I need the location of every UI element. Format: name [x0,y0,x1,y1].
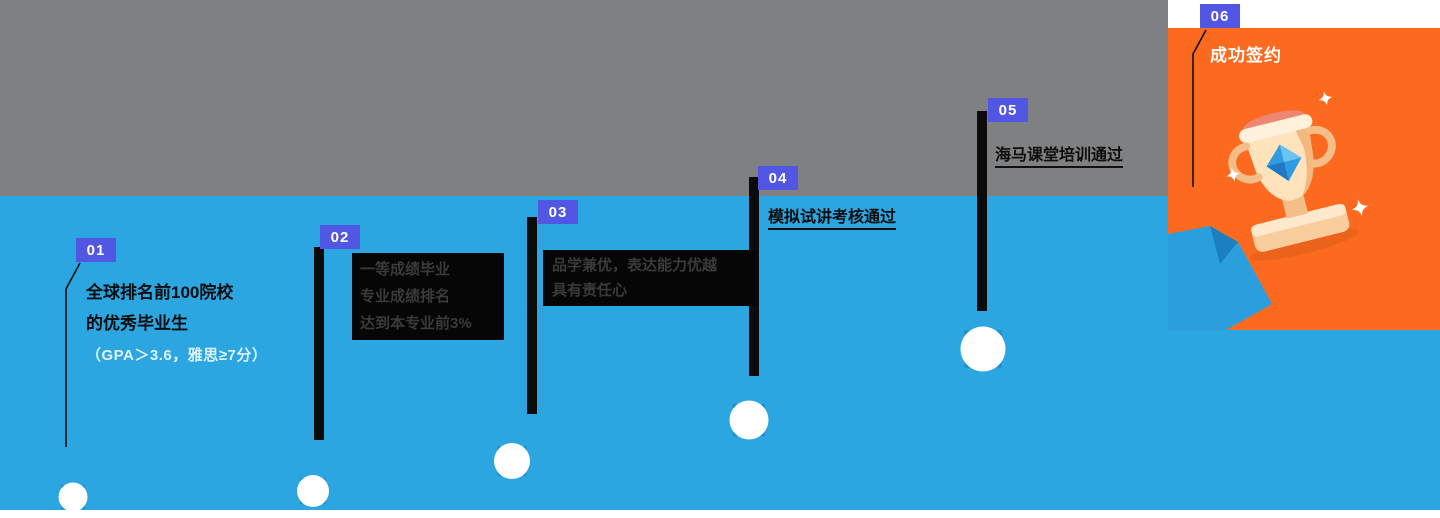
marker-circle [960,326,1005,371]
marker-circle [297,475,329,507]
marker-circle [729,400,768,439]
milestone-marker-icon-step5 [959,325,1006,372]
step1-note: （GPA＞3.6，雅思≥7分） [86,347,268,364]
step2-line2: 专业成绩排名 [360,288,451,305]
step1-number-badge: 01 [76,238,116,262]
step2-line1: 一等成绩毕业 [360,261,451,278]
marker-circle [494,443,530,479]
trophy-icon [1226,91,1369,261]
milestone-marker-icon-step2 [296,474,330,508]
success-panel: 成功签约 [1168,28,1440,330]
step4-label: 模拟试讲考核通过 [768,203,897,230]
step3-line1: 品学兼优，表达能力优越 [552,257,718,274]
step4-label-text: 模拟试讲考核通过 [768,209,897,230]
timeline-bar-step5 [977,111,987,311]
step4-number-badge: 04 [758,166,798,190]
gray-band [0,0,1168,196]
step5-label-text: 海马课堂培训通过 [995,147,1124,168]
step6-number-badge: 06 [1200,4,1240,28]
step1-text-block: 全球排名前100院校 的优秀毕业生 （GPA＞3.6，雅思≥7分） [86,277,267,369]
step2-text-box: 一等成绩毕业 专业成绩排名 达到本专业前3% [352,253,504,340]
step2-line3: 达到本专业前3% [360,315,472,332]
step5-number-badge: 05 [988,98,1028,122]
step3-line2: 具有责任心 [552,282,628,299]
milestone-marker-icon-step1 [57,481,88,512]
milestone-marker-icon-step3 [493,442,531,480]
step1-line2: 的优秀毕业生 [86,314,188,333]
marker-circle [58,482,87,511]
step2-number-badge: 02 [320,225,360,249]
timeline-bar-step2 [314,247,324,440]
step6-title: 成功签约 [1210,46,1282,65]
step3-number-badge: 03 [538,200,578,224]
timeline-bar-step3 [527,217,537,414]
step3-text-box: 品学兼优，表达能力优越 具有责任心 [543,250,757,306]
ribbon-icon [1168,226,1272,330]
step1-line1: 全球排名前100院校 [86,283,234,302]
milestone-marker-icon-step4 [728,399,769,440]
step5-label: 海马课堂培训通过 [995,141,1124,168]
